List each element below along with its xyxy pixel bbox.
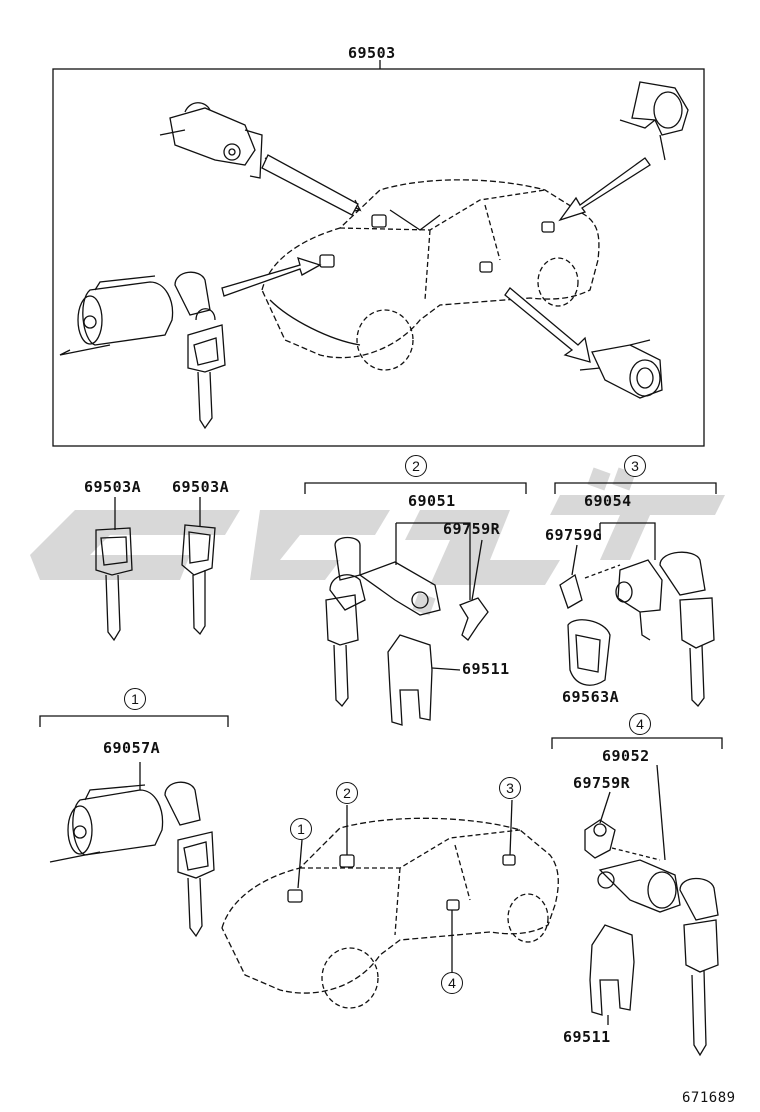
group-4-bracket — [551, 737, 723, 749]
key-icon — [187, 308, 226, 430]
spare-key-icon-2 — [181, 524, 216, 636]
callout-g4-sub: 69759R — [573, 774, 631, 792]
group-2-bracket — [304, 482, 527, 494]
group-4-marker: 4 — [629, 713, 651, 735]
callout-g3-part: 69054 — [584, 492, 632, 510]
spare-key-icon — [95, 527, 133, 642]
callout-g2-sub: 69759R — [443, 520, 501, 538]
figure-id: 671689 — [682, 1090, 736, 1106]
door-lock-assembly-icon-3 — [584, 819, 719, 1057]
door-lock-assembly-icon-2 — [559, 551, 715, 707]
car-marker-3: 3 — [499, 777, 521, 799]
car-marker-1: 1 — [290, 818, 312, 840]
car-outline-icon — [261, 179, 600, 371]
car-outline-icon-2 — [221, 817, 559, 1009]
ignition-lock-cylinder-icon-2 — [49, 781, 215, 938]
group-3-marker: 3 — [624, 455, 646, 477]
trunk-lock-cylinder-icon — [159, 102, 263, 179]
callout-g3-sub: 69759G — [545, 526, 603, 544]
watermark-logo — [30, 467, 725, 616]
callout-key-b: 69503A — [172, 478, 230, 496]
callout-key-a: 69503A — [84, 478, 142, 496]
assembly-frame — [52, 68, 705, 447]
callout-g4-rod: 69511 — [563, 1028, 611, 1046]
car-marker-2: 2 — [336, 782, 358, 804]
door-lock-cylinder-icon-2 — [579, 339, 663, 399]
callout-g2-rod: 69511 — [462, 660, 510, 678]
callout-g4-part: 69052 — [602, 747, 650, 765]
callout-g1-part: 69057A — [103, 739, 161, 757]
door-lock-cylinder-icon — [619, 81, 689, 161]
door-lock-assembly-icon — [325, 536, 489, 726]
group-1-marker: 1 — [124, 688, 146, 710]
group-1-bracket — [39, 715, 229, 727]
callout-g2-part: 69051 — [408, 492, 456, 510]
ignition-lock-cylinder-icon — [59, 271, 211, 356]
group-3-bracket — [554, 482, 717, 494]
car-marker-4: 4 — [441, 972, 463, 994]
group-2-marker: 2 — [405, 455, 427, 477]
callout-g3-pad: 69563A — [562, 688, 620, 706]
assembly-part-number: 69503 — [348, 44, 396, 62]
